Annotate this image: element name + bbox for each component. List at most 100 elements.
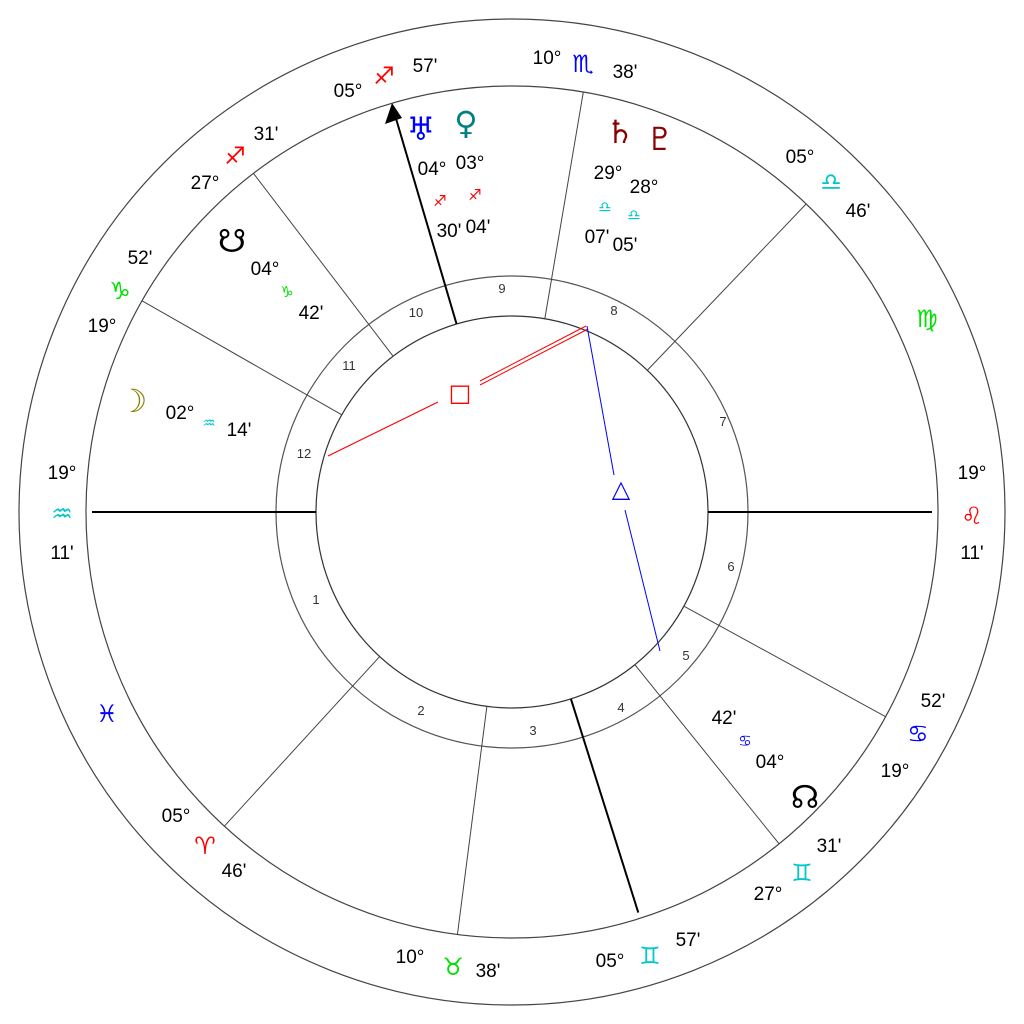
planet-saturn[interactable]: ♄ 29° ♎︎ 07' — [585, 113, 635, 248]
aspect-square: □ — [327, 325, 589, 457]
planet-pluto[interactable]: ♇ 28° ♎︎ 05' — [613, 120, 675, 256]
sagittarius-icon: ♐︎ — [468, 186, 481, 204]
north-node-icon: ☊ — [791, 778, 819, 816]
aspect-trine: △ — [586, 325, 661, 652]
planet-venus[interactable]: ♀ 03° ♐︎ 04' — [454, 104, 490, 238]
cusp-degree: 05° — [334, 81, 363, 102]
planet-uranus[interactable]: ♅ 04° ♐︎ 30' — [407, 110, 462, 242]
cusp-degree: 19° — [48, 463, 77, 484]
cusp-degree: 19° — [881, 761, 910, 782]
cusp-minute: 11' — [50, 543, 73, 564]
aspect-line — [586, 325, 615, 476]
pisces-icon: ♓︎ — [96, 700, 118, 728]
zodiac-inner-circle — [85, 85, 939, 939]
cusp-degree: 10° — [396, 947, 425, 968]
house-cusp-line-12 — [141, 300, 343, 416]
house-number: 10 — [409, 305, 423, 320]
house-cusp-line-4 — [569, 698, 640, 913]
house-number: 4 — [617, 700, 624, 715]
venus-icon: ♀ — [454, 104, 477, 142]
house-number: 7 — [719, 414, 726, 429]
libra-icon: ♎︎ — [627, 206, 640, 224]
planet-minute: 30' — [437, 221, 462, 242]
outer-circle — [18, 18, 1006, 1006]
planet-degree: 04° — [251, 259, 280, 280]
aspect-line — [479, 325, 587, 382]
aspect-line — [327, 401, 439, 457]
capricorn-icon: ♑︎ — [280, 283, 293, 301]
cusp-degree: 10° — [533, 48, 562, 69]
house-number: 11 — [342, 358, 356, 373]
cusp-degree: 19° — [958, 463, 987, 484]
house-cusp-line-6 — [683, 605, 886, 718]
house-cusp-line-2 — [223, 656, 381, 827]
planet-degree: 29° — [594, 163, 623, 184]
planet-moon[interactable]: ☽ 02° ♒︎ 14' — [119, 382, 252, 441]
libra-icon: ♎︎ — [820, 168, 842, 196]
house-number: 5 — [682, 648, 689, 663]
cancer-icon: ♋︎ — [907, 720, 929, 748]
cusp-degree: 27° — [754, 884, 783, 905]
planet-degree: 02° — [166, 403, 195, 424]
cusp-minute: 31' — [254, 124, 279, 145]
cusp-minute: 57' — [413, 56, 438, 77]
gemini-icon: ♊︎ — [639, 942, 661, 970]
house-cusp-line-3 — [456, 706, 488, 935]
cusp-degree: 05° — [162, 806, 191, 827]
planet-minute: 07' — [585, 227, 610, 248]
planet-minute: 05' — [613, 235, 638, 256]
house-number: 1 — [312, 592, 319, 607]
cusp-degree: 27° — [191, 173, 220, 194]
aquarius-icon: ♒︎ — [51, 500, 73, 528]
aspect-line — [624, 509, 661, 652]
cusp-minute: 38' — [476, 961, 501, 982]
house-cusp-line-9 — [544, 91, 584, 319]
planet-degree: 28° — [630, 177, 659, 198]
sagittarius-icon: ♐︎ — [373, 62, 395, 90]
planet-north-node[interactable]: ☊ 04° ♋︎ 42' — [712, 708, 820, 816]
mc-arrow-icon — [385, 103, 402, 124]
cusp-degree: 05° — [596, 951, 625, 972]
planet-minute: 42' — [299, 303, 324, 324]
cusp-minute: 38' — [613, 62, 638, 83]
planet-south-node[interactable]: ☋ 04° ♑︎ 42' — [218, 222, 324, 324]
uranus-icon: ♅ — [407, 110, 436, 148]
zodiac-labels: 05° ♐︎ 57' 10° ♏︎ 38' 05° ♎︎ 46' ♍︎ 19° … — [48, 48, 987, 982]
house-number: 12 — [297, 446, 311, 461]
gemini-icon: ♊︎ — [791, 859, 813, 887]
south-node-icon: ☋ — [218, 222, 246, 260]
cusp-degree: 05° — [786, 147, 815, 168]
libra-icon: ♎︎ — [598, 198, 611, 216]
saturn-icon: ♄ — [606, 113, 635, 151]
planet-minute: 14' — [227, 420, 252, 441]
capricorn-icon: ♑︎ — [109, 277, 131, 305]
house-cusp-line-10 — [392, 108, 458, 325]
cusp-minute: 46' — [846, 201, 871, 222]
cusp-degree: 19° — [88, 316, 117, 337]
house-outer-circle — [275, 275, 749, 749]
planet-degree: 03° — [456, 153, 485, 174]
leo-icon: ♌︎ — [961, 502, 983, 530]
house-cusp-line-5 — [634, 664, 780, 845]
taurus-icon: ♉︎ — [442, 953, 464, 981]
house-cusps — [92, 91, 932, 935]
sagittarius-icon: ♐︎ — [224, 142, 246, 170]
planet-degree: 04° — [756, 752, 785, 773]
cusp-minute: 57' — [676, 930, 701, 951]
cusp-minute: 52' — [128, 248, 153, 269]
square-icon: □ — [449, 379, 472, 407]
cusp-minute: 11' — [960, 543, 983, 564]
house-number: 9 — [498, 281, 505, 296]
planet-minute: 04' — [466, 217, 491, 238]
virgo-icon: ♍︎ — [916, 305, 938, 333]
sagittarius-icon: ♐︎ — [433, 192, 446, 210]
house-cusp-line-11 — [253, 173, 394, 357]
house-number: 3 — [529, 723, 536, 738]
planet-degree: 04° — [418, 159, 447, 180]
house-numbers: 1 2 3 4 5 6 7 8 9 10 11 12 — [297, 281, 735, 738]
aquarius-icon: ♒︎ — [202, 414, 215, 432]
house-number: 8 — [610, 303, 617, 318]
house-number: 2 — [417, 703, 424, 718]
house-inner-circle — [315, 315, 709, 709]
